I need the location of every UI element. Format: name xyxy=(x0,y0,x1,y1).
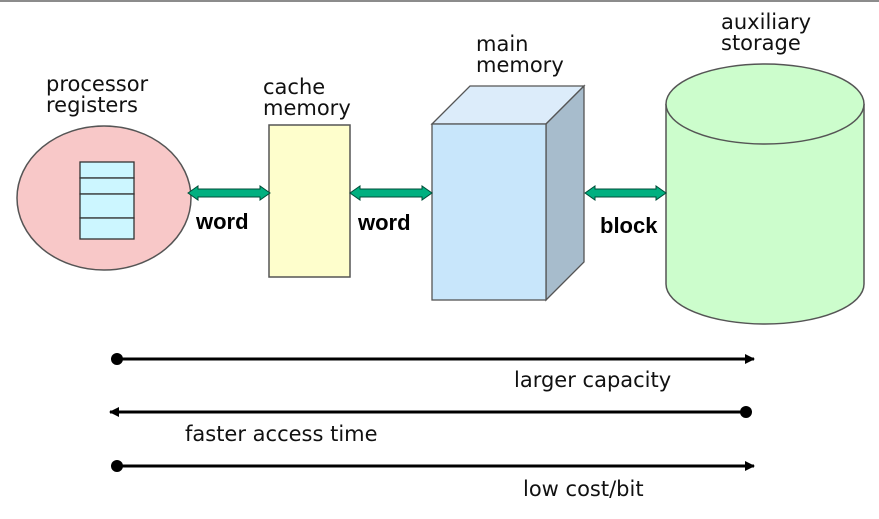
register-stack xyxy=(79,161,135,240)
auxiliary-storage-label-line2: storage xyxy=(721,31,801,55)
word-link-label-1: word xyxy=(196,209,249,234)
auxiliary-storage-shape xyxy=(665,63,865,325)
cache-memory-shape xyxy=(268,124,351,278)
word-link-arrow-2 xyxy=(349,185,433,201)
word-link-label-2: word xyxy=(358,210,411,235)
main-memory-label-line1: main xyxy=(476,32,529,56)
auxiliary-storage-label-line1: auxiliary xyxy=(721,10,812,34)
cost-scale-arrow xyxy=(111,460,755,472)
main-memory-label-line2: memory xyxy=(476,53,564,77)
capacity-scale-arrow xyxy=(111,353,755,365)
main-memory-shape xyxy=(430,84,586,302)
access-time-scale-label: faster access time xyxy=(185,422,378,446)
word-link-arrow-1 xyxy=(187,185,271,201)
top-border xyxy=(0,0,879,2)
processor-registers-label-line1: processor xyxy=(46,72,149,96)
access-time-scale-arrow xyxy=(109,406,752,418)
cache-memory-label-line2: memory xyxy=(263,96,351,120)
processor-registers-label-line2: registers xyxy=(46,93,138,117)
cache-memory-label-line1: cache xyxy=(263,75,326,99)
block-link-arrow xyxy=(584,185,667,201)
block-link-label: block xyxy=(600,213,658,238)
capacity-scale-label: larger capacity xyxy=(514,368,672,392)
cost-scale-label: low cost/bit xyxy=(523,477,644,501)
